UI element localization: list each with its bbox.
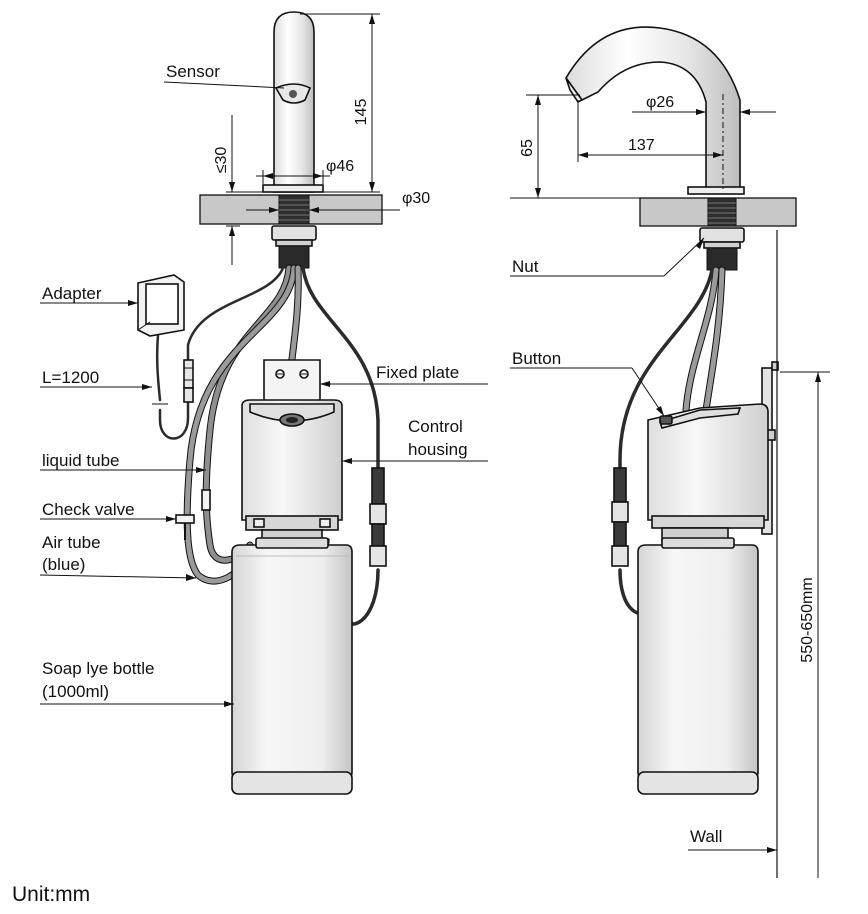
button-right (659, 415, 673, 425)
dim-outlet-height: 65 (519, 139, 536, 157)
dimensions-left (226, 13, 400, 265)
leaders-left (39, 81, 488, 707)
dim-mount-height: 550-650mm (799, 577, 816, 662)
label-wall: Wall (690, 827, 722, 846)
dim-body-diameter: φ46 (326, 158, 354, 175)
cable-connector-right (611, 467, 629, 567)
label-housing: housing (408, 440, 468, 459)
soap-bottle-right (637, 537, 759, 795)
label-sensor: Sensor (166, 62, 220, 81)
label-check-valve: Check valve (42, 500, 135, 519)
dim-deck-thickness: ≤30 (213, 147, 230, 174)
dimensions-right (510, 94, 830, 878)
dim-hole-diameter: φ30 (402, 190, 430, 207)
gooseneck-spout (565, 26, 741, 193)
label-nut: Nut (512, 257, 539, 276)
label-cable-length: L=1200 (42, 368, 99, 387)
labels: Sensor Adapter L=1200 liquid tube Check … (12, 62, 816, 906)
label-bottle: Soap lye bottle (42, 659, 154, 678)
sensor-eye (274, 83, 312, 104)
dim-top-diameter: φ26 (646, 94, 674, 111)
adapter-box (137, 274, 185, 337)
control-housing-right (647, 403, 769, 543)
dim-spout-height: 145 (353, 99, 370, 126)
label-air-tube: Air tube (42, 533, 101, 552)
control-housing-left (241, 399, 343, 543)
dim-reach: 137 (628, 137, 655, 154)
nut-right (699, 227, 745, 243)
spout-flange-right (687, 186, 745, 195)
front-view (39, 11, 488, 795)
label-bottle-volume: (1000ml) (42, 682, 109, 701)
label-unit: Unit:mm (12, 883, 90, 906)
label-adapter: Adapter (42, 284, 102, 303)
cable-connector-left (369, 467, 387, 567)
spout-flange (262, 184, 324, 193)
soap-bottle-left (231, 537, 353, 795)
label-control: Control (408, 417, 463, 436)
threaded-shank-right (707, 197, 737, 227)
leaders-right (510, 237, 777, 853)
adapter-connectors (152, 359, 194, 405)
label-liquid-tube: liquid tube (42, 451, 120, 470)
side-view (510, 26, 830, 878)
nut-left (271, 225, 317, 241)
label-fixed-plate: Fixed plate (376, 363, 459, 382)
label-air-tube-color: (blue) (42, 555, 85, 574)
label-button: Button (512, 349, 561, 368)
